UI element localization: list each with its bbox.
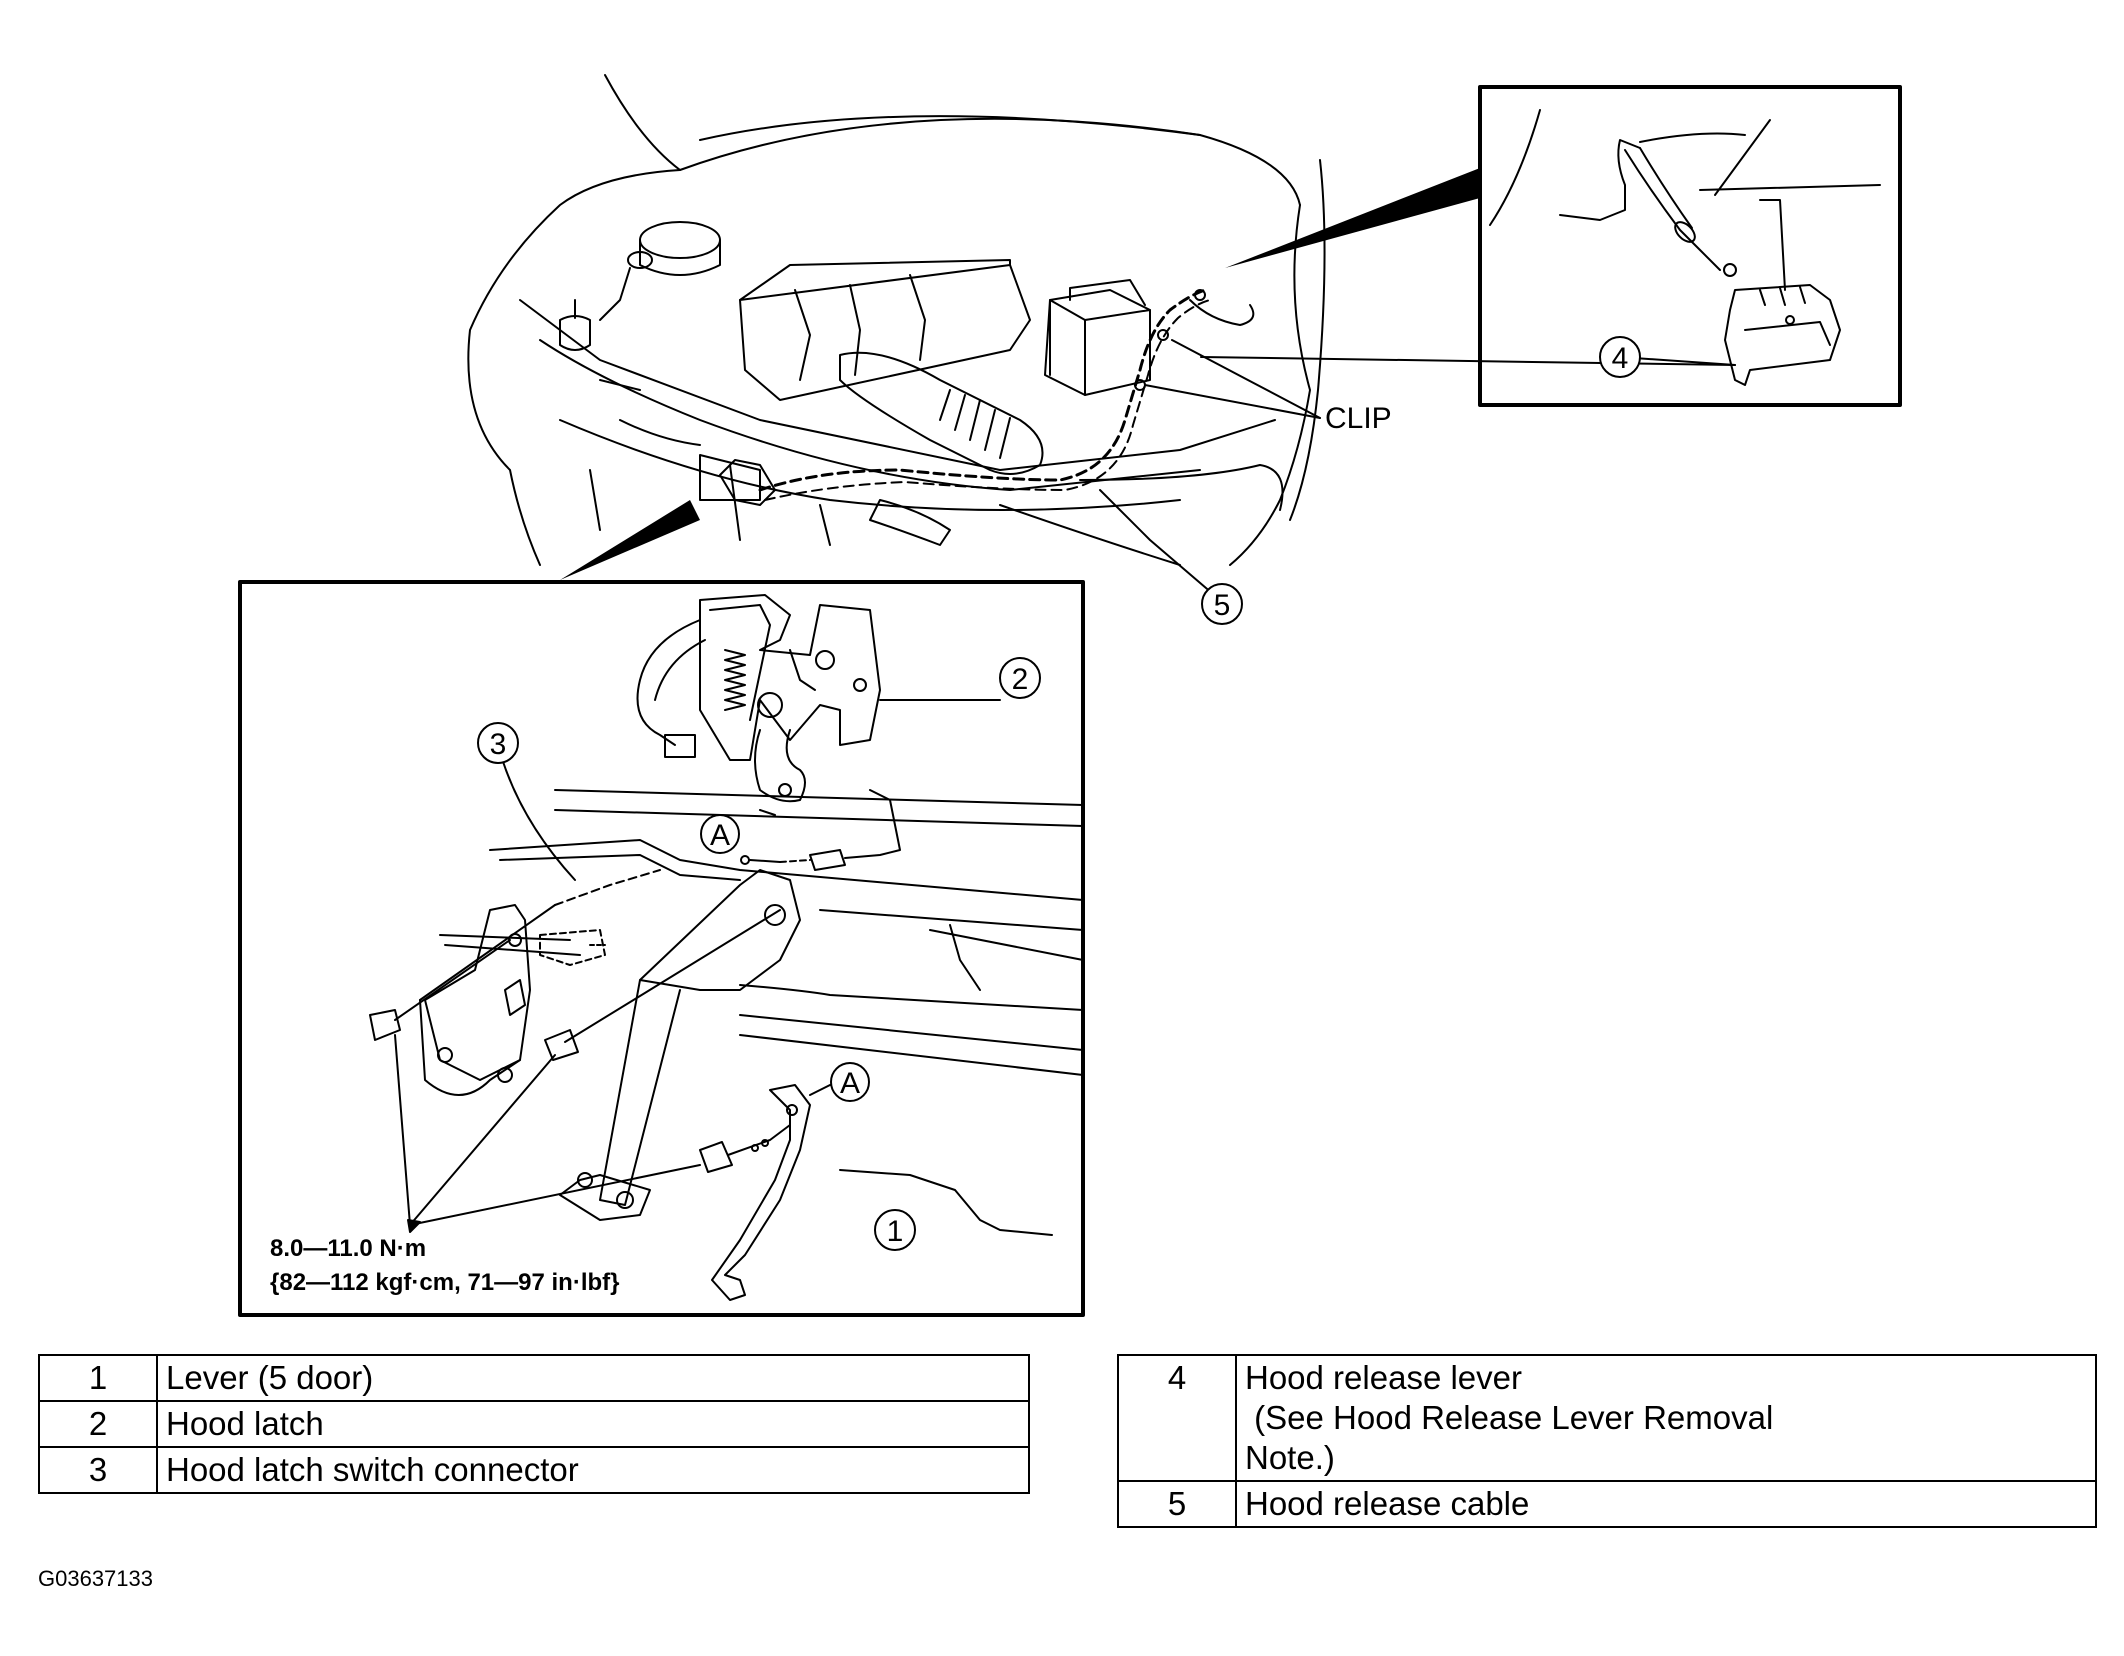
legend-desc-line: Hood release lever [1245,1359,1522,1396]
legend-table-right: 4 Hood release lever (See Hood Release L… [1117,1354,2097,1528]
callout-4-label: 4 [1612,342,1629,375]
callout-3-label: 3 [490,728,507,761]
clip-label: CLIP [1325,402,1392,435]
legend-num: 1 [38,1354,158,1402]
legend-row: 3 Hood latch switch connector [38,1446,1030,1494]
callout-a-top-label: A [710,819,730,852]
legend-num: 4 [1117,1354,1237,1482]
legend-desc: Hood latch switch connector [156,1446,1030,1494]
callout-5-circle [1201,583,1243,625]
legend-row: 2 Hood latch [38,1400,1030,1448]
engine-compartment-illustration [467,74,1326,566]
legend-desc: Lever (5 door) [156,1354,1030,1402]
legend-desc: Hood release cable [1235,1480,2097,1528]
callout-circles [477,336,1641,1251]
callout-a-bottom-label: A [840,1067,860,1100]
legend-desc: Hood release lever (See Hood Release Lev… [1235,1354,2097,1482]
figure-id: G03637133 [38,1566,153,1591]
legend-row: 1 Lever (5 door) [38,1354,1030,1402]
legend-row: 5 Hood release cable [1117,1480,2097,1528]
callout-2-label: 2 [1012,663,1029,696]
callout-4-circle [1599,336,1641,378]
torque-spec-line-1: 8.0—11.0 N·m [270,1235,426,1262]
legend-desc-line: (See Hood Release Lever Removal [1245,1399,1774,1436]
callout-1-circle [874,1209,916,1251]
callout-3-circle [477,722,519,764]
legend-desc: Hood latch [156,1400,1030,1448]
legend-num: 3 [38,1446,158,1494]
legend-row: 4 Hood release lever (See Hood Release L… [1117,1354,2097,1482]
callout-2-circle [999,657,1041,699]
callout-a-top-circle [700,814,740,854]
torque-spec-line-2: {82—112 kgf·cm, 71—97 in·lbf} [270,1269,619,1296]
legend-num: 5 [1117,1480,1237,1528]
legend-table-left: 1 Lever (5 door) 2 Hood latch 3 Hood lat… [38,1354,1030,1494]
release-lever-inset [1225,85,1902,407]
legend-num: 2 [38,1400,158,1448]
callout-1-label: 1 [887,1215,904,1248]
callout-5-label: 5 [1214,589,1231,622]
latch-detail-inset [238,500,1085,1317]
callout-a-bottom-circle [830,1062,870,1102]
callout-leaders [499,339,1736,1236]
callout-labels: 2 3 A A 1 4 5 [490,342,1629,1248]
legend-desc-line: Note.) [1245,1439,1335,1476]
